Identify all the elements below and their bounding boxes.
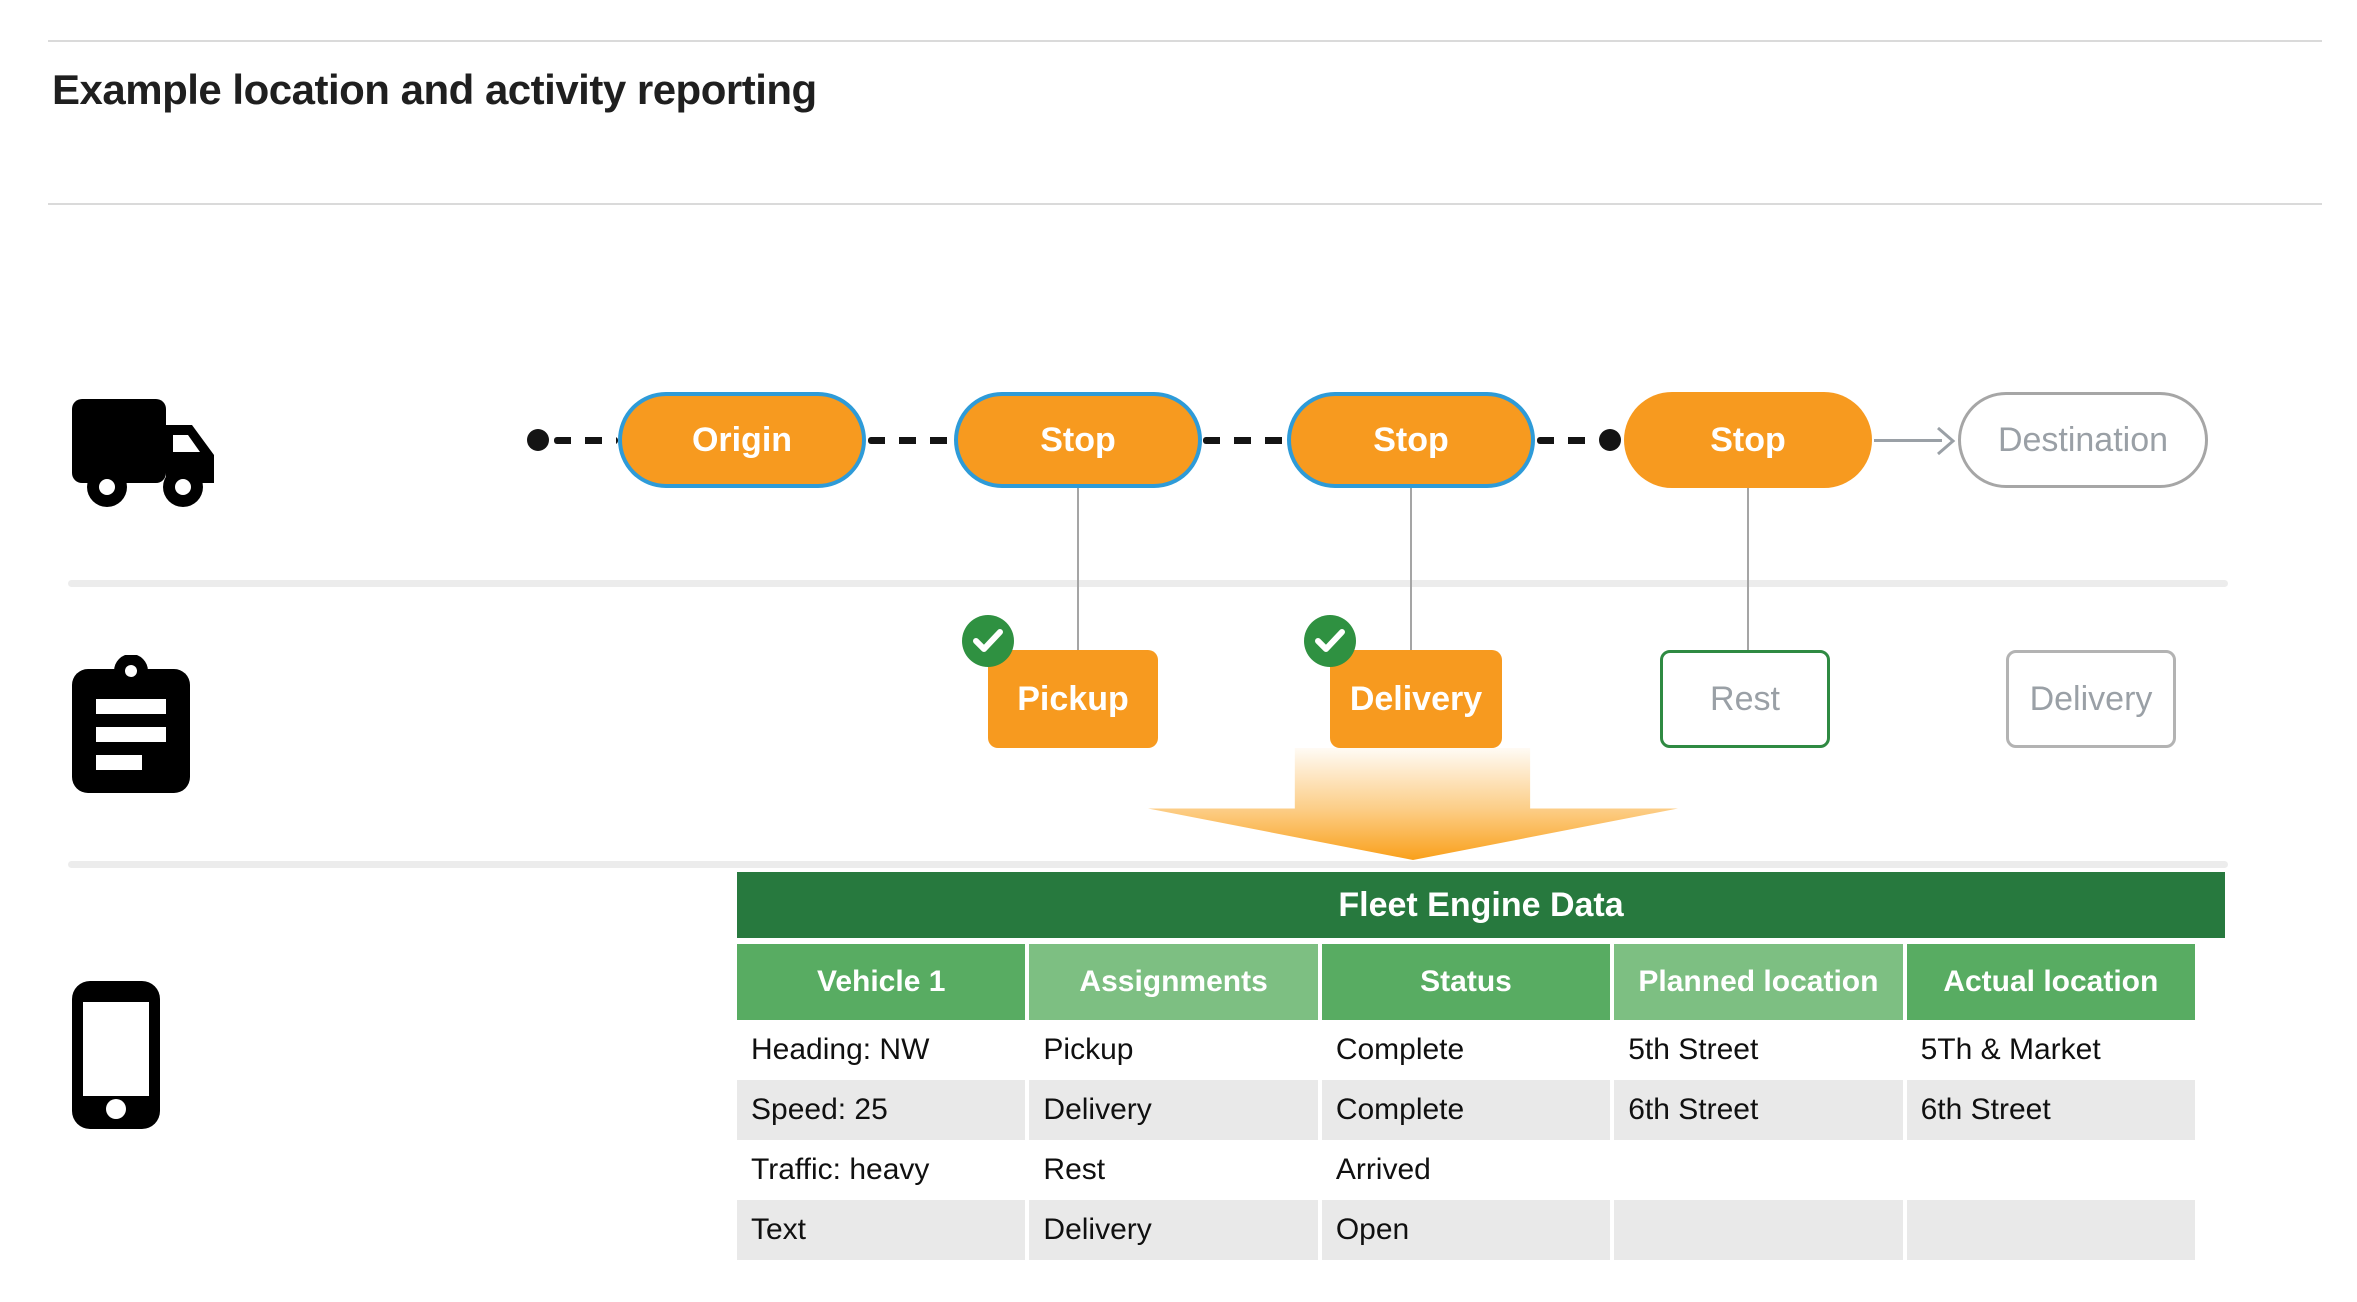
activity-delivery: Delivery [1330, 650, 1502, 748]
column-header-assignments: Assignments [1029, 944, 1318, 1020]
flow-node-origin: Origin [618, 392, 866, 488]
table-cell: Pickup [1043, 1033, 1134, 1066]
truck-icon [72, 399, 214, 507]
lane-divider-1 [68, 580, 2228, 587]
table-cell: Heading: NW [751, 1033, 930, 1066]
table-row: Speed: 25 Delivery Complete 6th Street 6… [737, 1080, 2196, 1140]
table-title: Fleet Engine Data [737, 872, 2225, 938]
route-dash-3 [1203, 437, 1287, 444]
arrowhead-icon [1937, 426, 1956, 456]
table-row: Text Delivery Open [737, 1200, 2196, 1260]
flow-node-destination: Destination [1958, 392, 2208, 488]
table-header-row: Vehicle 1 Assignments Status Planned loc… [737, 944, 2196, 1020]
down-arrow-icon [1148, 748, 1678, 860]
title-rule [48, 203, 2322, 205]
route-line-to-destination [1874, 439, 1942, 442]
route-start-dot [527, 429, 549, 451]
table-cell: Complete [1321, 1080, 1611, 1140]
table-cell: 6th Street [1614, 1080, 1903, 1140]
flow-node-stop-2: Stop [1287, 392, 1535, 488]
activity-pickup: Pickup [988, 650, 1158, 748]
page-title: Example location and activity reporting [52, 66, 817, 113]
column-header-status: Status [1321, 944, 1611, 1020]
table-cell: Rest [1043, 1153, 1106, 1186]
connector-stop1-pickup [1077, 488, 1079, 652]
lane-divider-2 [68, 861, 2228, 868]
table-cell [1906, 1200, 2196, 1260]
table-cell [1614, 1200, 1903, 1260]
table-cell: Arrived [1335, 1153, 1431, 1186]
table-cell: 5Th & Market [1920, 1033, 2101, 1066]
connector-stop3-rest [1747, 488, 1749, 652]
check-icon [962, 615, 1014, 667]
route-dash-4 [1537, 437, 1597, 444]
column-header-vehicle: Vehicle 1 [737, 944, 1026, 1020]
table-cell: 5th Street [1628, 1033, 1759, 1066]
table-cell [1614, 1140, 1902, 1200]
activity-delivery-upcoming: Delivery [2006, 650, 2176, 748]
table-row: Heading: NW Pickup Complete 5th Street 5… [737, 1020, 2195, 1080]
table-cell: Text [737, 1200, 1026, 1260]
table-cell: Delivery [1029, 1200, 1318, 1260]
table-cell: Delivery [1029, 1080, 1318, 1140]
table-cell: Open [1321, 1200, 1611, 1260]
table-cell: Speed: 25 [737, 1080, 1026, 1140]
flow-node-stop-3: Stop [1624, 392, 1872, 488]
clipboard-icon [72, 655, 190, 793]
column-header-planned-location: Planned location [1614, 944, 1903, 1020]
activity-rest: Rest [1660, 650, 1830, 748]
table-row: Traffic: heavy Rest Arrived [737, 1140, 2195, 1200]
route-dash-2 [868, 437, 954, 444]
phone-icon [72, 981, 160, 1129]
route-dash-1 [554, 437, 618, 444]
table-cell: Complete [1335, 1033, 1465, 1066]
check-icon [1304, 615, 1356, 667]
connector-stop2-delivery [1410, 488, 1412, 652]
table-cell: 6th Street [1906, 1080, 2196, 1140]
fleet-engine-table: Fleet Engine Data Vehicle 1 Assignments … [737, 872, 2225, 1260]
route-position-dot [1599, 429, 1621, 451]
table-cell: Traffic: heavy [751, 1153, 930, 1186]
column-header-actual-location: Actual location [1906, 944, 2196, 1020]
flow-node-stop-1: Stop [954, 392, 1202, 488]
top-rule [48, 40, 2322, 42]
table-cell [1907, 1140, 2195, 1200]
table-body: Heading: NW Pickup Complete 5th Street 5… [737, 1020, 2196, 1260]
